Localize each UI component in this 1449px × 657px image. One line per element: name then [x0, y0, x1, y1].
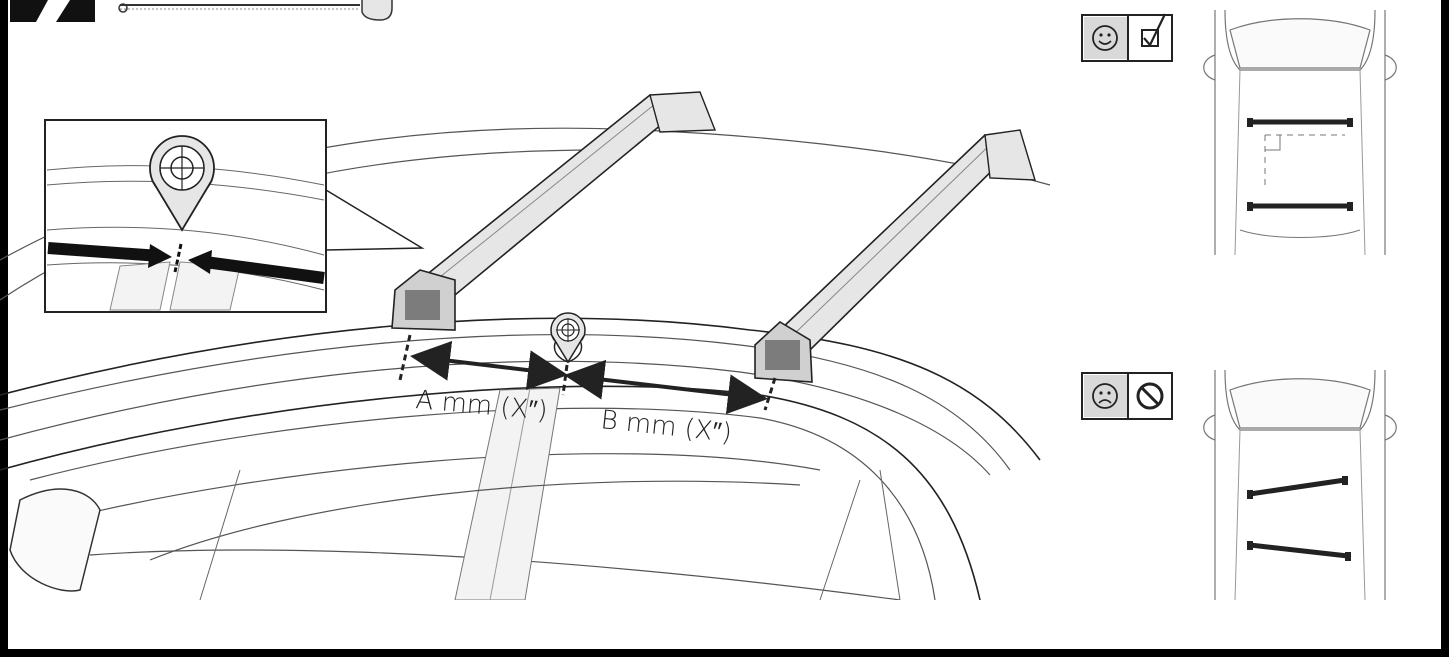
car-top-view-incorrect [1203, 369, 1397, 601]
measurement-arrows [398, 334, 777, 415]
checkbox-check-icon [1141, 13, 1166, 47]
incorrect-indicator [1081, 372, 1173, 420]
step-badge: 7 [10, 0, 95, 22]
zoom-target-pin-icon [149, 135, 215, 232]
zoom-callout [44, 119, 425, 313]
tape-measure-icon [118, 0, 393, 21]
correct-indicator [1081, 13, 1173, 62]
rear-crossbar [754, 129, 1036, 383]
sad-face-icon [1092, 383, 1118, 409]
prohibited-icon [1136, 382, 1164, 410]
frame-left-border [0, 0, 8, 657]
car-top-view-correct [1203, 9, 1397, 256]
smiley-face-icon [1092, 25, 1118, 51]
location-target-icon [550, 312, 586, 364]
measurement-b-label: B mm (X″) [599, 405, 733, 449]
front-crossbar [391, 91, 717, 331]
frame-bottom-border [0, 649, 1449, 657]
frame-right-border [1441, 0, 1449, 657]
